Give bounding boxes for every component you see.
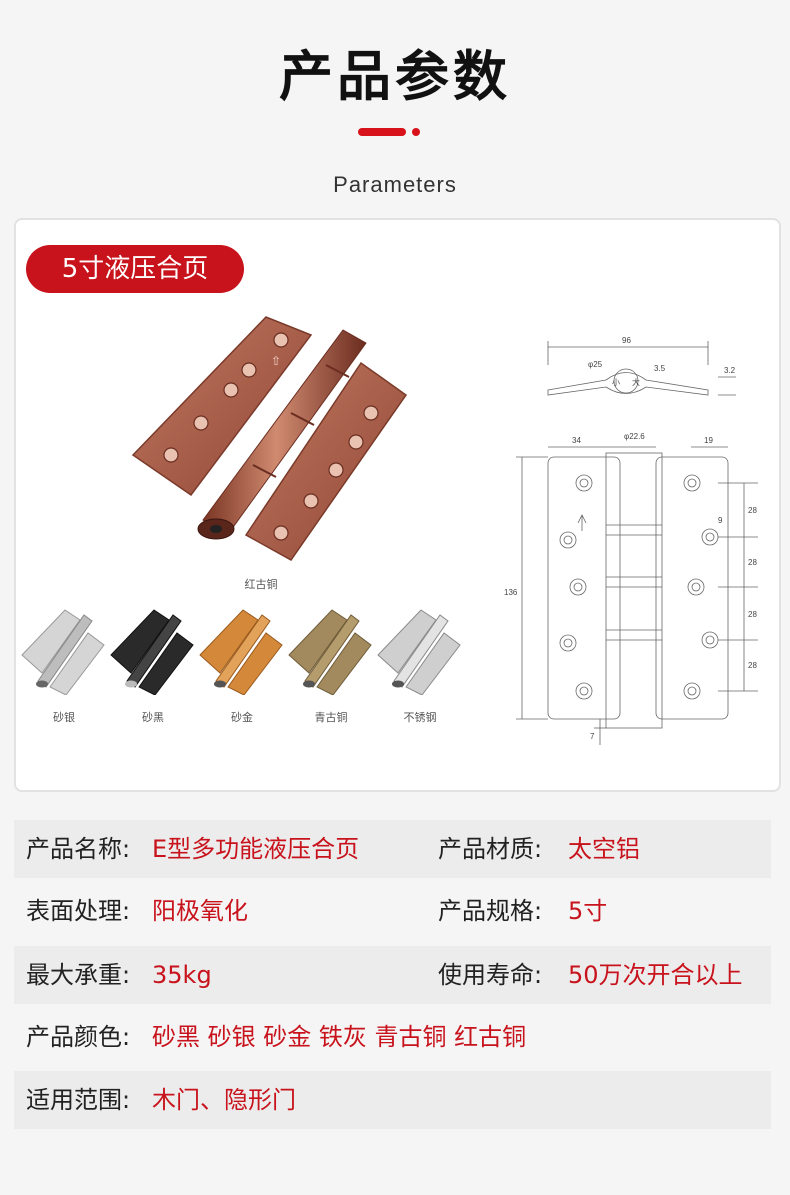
- dim-height: 136: [504, 588, 518, 597]
- accent-bar: [358, 128, 406, 136]
- dim-right-width: 19: [704, 436, 713, 445]
- dim-pitch-4: 28: [748, 661, 757, 670]
- dim-hole: 9: [718, 516, 723, 525]
- spec-row: 最大承重: 35kg 使用寿命: 50万次开合以上: [14, 946, 771, 1004]
- spec-label: 产品材质:: [438, 835, 543, 863]
- variant-caption: 青古铜: [314, 711, 348, 724]
- dim-pitch-1: 28: [748, 506, 757, 515]
- variant-caption: 不锈钢: [403, 711, 437, 724]
- spec-value: E型多功能液压合页: [152, 835, 360, 863]
- dim-bottom: 7: [590, 732, 595, 741]
- page-title: 产品参数: [279, 45, 511, 108]
- page-subtitle: Parameters: [333, 172, 457, 197]
- dim-left-width: 34: [572, 436, 581, 445]
- hinge-photo-red-copper: ⇧: [131, 316, 408, 561]
- spec-value: 木门、隐形门: [152, 1086, 296, 1114]
- variant-caption: 砂银: [53, 711, 75, 724]
- spec-value: 5寸: [568, 897, 608, 925]
- spec-value: 阳极氧化: [152, 897, 248, 925]
- dim-thick: 3.2: [724, 366, 736, 375]
- accent-dot: [412, 128, 420, 136]
- label-small: 小: [612, 378, 620, 387]
- spec-value: 太空铝: [568, 835, 640, 863]
- variant-caption: 砂黑: [142, 711, 164, 724]
- label-large: 大: [632, 377, 640, 387]
- variant-green-bronze: [287, 605, 375, 699]
- spec-label: 产品名称:: [26, 835, 131, 863]
- spec-row: 产品名称: E型多功能液压合页 产品材质: 太空铝: [14, 820, 771, 878]
- color-variants: 砂银 砂黑 砂金 青古铜 不锈钢: [16, 605, 476, 725]
- dim-pitch-3: 28: [748, 610, 757, 619]
- variant-caption: 砂金: [231, 711, 253, 724]
- variant-sand-gold: [198, 605, 286, 699]
- product-badge: 5寸液压合页: [26, 245, 244, 293]
- variant-sand-silver: [20, 605, 108, 699]
- spec-value: 砂黑 砂银 砂金 铁灰 青古铜 红古铜: [152, 1023, 527, 1051]
- main-color-caption: 红古铜: [244, 578, 278, 591]
- spec-value: 50万次开合以上: [568, 961, 743, 989]
- svg-text:⇧: ⇧: [271, 354, 281, 368]
- spec-row: 产品颜色: 砂黑 砂银 砂金 铁灰 青古铜 红古铜: [14, 1008, 771, 1066]
- dim-pin-dia: φ25: [588, 360, 603, 369]
- technical-drawing: 96 φ25 3.5 3.2 小 大 34 φ22.6 19: [504, 336, 758, 745]
- spec-label: 产品规格:: [438, 897, 543, 925]
- dim-knuckle-dia: φ22.6: [624, 432, 645, 441]
- variant-sand-black: [109, 605, 197, 699]
- spec-row: 表面处理: 阳极氧化 产品规格: 5寸: [14, 882, 771, 940]
- spec-label: 适用范围:: [26, 1086, 131, 1114]
- dim-width-top: 96: [622, 336, 631, 345]
- spec-value: 35kg: [152, 961, 212, 989]
- spec-label: 最大承重:: [26, 961, 131, 989]
- product-panel: 5寸液压合页 ⇧: [14, 218, 781, 792]
- spec-label: 使用寿命:: [438, 961, 543, 989]
- spec-label: 表面处理:: [26, 897, 131, 925]
- dim-d35: 3.5: [654, 364, 666, 373]
- dim-pitch-2: 28: [748, 558, 757, 567]
- spec-row: 适用范围: 木门、隐形门: [14, 1071, 771, 1129]
- spec-label: 产品颜色:: [26, 1023, 131, 1051]
- variant-stainless: [376, 605, 464, 699]
